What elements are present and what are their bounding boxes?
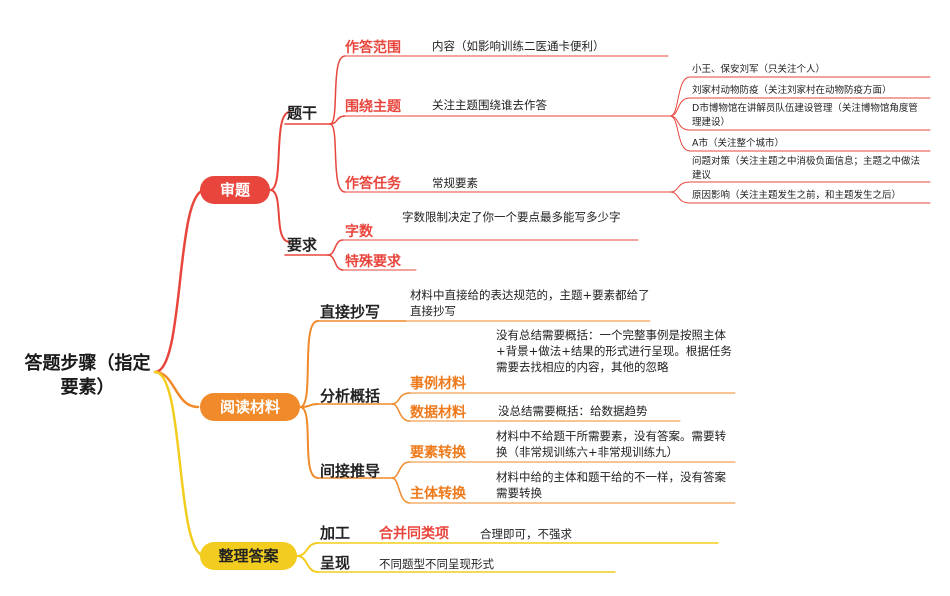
note-weirao-zhuti: 关注主题围绕谁去作答 [432,98,547,112]
note-zhuti-zhuanhuan: 材料中给的主体和题干给的不一样，没有答案需要转换 [496,470,726,500]
node-chengxian[interactable]: 呈现 [320,554,351,572]
node-zuoda-renwu[interactable]: 作答任务 [345,176,401,192]
item-weirao-2: 刘家村动物防疫（关注刘家村在动物防疫方面） [692,85,892,96]
branch-shenti[interactable]: 审题 [200,176,270,204]
item-weirao-4: A市（关注整个城市） [692,138,784,149]
root-topic[interactable]: 答题步骤（指定要素） [24,353,151,398]
note-chengxian: 不同题型不同呈现形式 [379,557,494,571]
note-zuoda-renwu: 常规要素 [432,176,478,190]
node-fenxi-gaikuo[interactable]: 分析概括 [320,387,381,405]
note-zhijie-chaoxie: 材料中直接给的表达规范的，主题+要素都给了直接抄写 [410,288,650,318]
connector-root-shenti [153,188,207,374]
branch-zhengli[interactable]: 整理答案 [200,542,297,570]
node-zhijie-chaoxie[interactable]: 直接抄写 [320,303,381,321]
node-zhuti-zhuanhuan[interactable]: 主体转换 [410,486,466,502]
item-weirao-1: 小王、保安刘军（只关注个人） [692,64,826,75]
node-jianjie-tuidao[interactable]: 间接推导 [320,462,381,480]
node-weirao-zhuti[interactable]: 围绕主题 [345,99,401,115]
note-shuju-cailiao: 没总结需要概括：给数据趋势 [498,404,648,418]
item-weirao-3: D市博物馆在讲解员队伍建设管理（关注博物馆角度管理建设） [692,103,918,128]
connector-root-zhengli [153,370,207,558]
node-tigan[interactable]: 题干 [287,104,318,122]
node-hebing-tonglei[interactable]: 合并同类项 [379,526,449,542]
item-renwu-2: 原因影响（关注主题发生之前，和主题发生之后） [692,190,902,201]
node-zuoda-fanwei[interactable]: 作答范围 [345,40,401,56]
node-teshu-yaoqiu[interactable]: 特殊要求 [345,254,401,270]
note-zishu: 字数限制决定了你一个要点最多能写多少字 [402,210,621,224]
note-yaosu-zhuanhuan: 材料中不给题干所需要素，没有答案。需要转换（非常规训练六+非常规训练九） [496,429,726,459]
node-yaoqiu[interactable]: 要求 [287,236,318,254]
item-renwu-1: 问题对策（关注主题之中消极负面信息；主题之中做法建议 [692,156,921,181]
node-shili-cailiao[interactable]: 事例材料 [410,376,466,392]
note-shili-cailiao: 没有总结需要概括：一个完整事例是按照主体+背景+做法+结果的形式进行呈现。根据任… [496,328,732,374]
note-zuoda-fanwei: 内容（如影响训练二医通卡便利） [432,39,605,53]
node-shuju-cailiao[interactable]: 数据材料 [410,405,466,421]
node-zishu[interactable]: 字数 [345,224,373,240]
node-jiagong[interactable]: 加工 [320,524,351,542]
node-yaosu-zhuanhuan[interactable]: 要素转换 [410,445,466,461]
branch-yuedu[interactable]: 阅读材料 [200,393,300,421]
note-hebing-tonglei: 合理即可，不强求 [480,527,572,541]
